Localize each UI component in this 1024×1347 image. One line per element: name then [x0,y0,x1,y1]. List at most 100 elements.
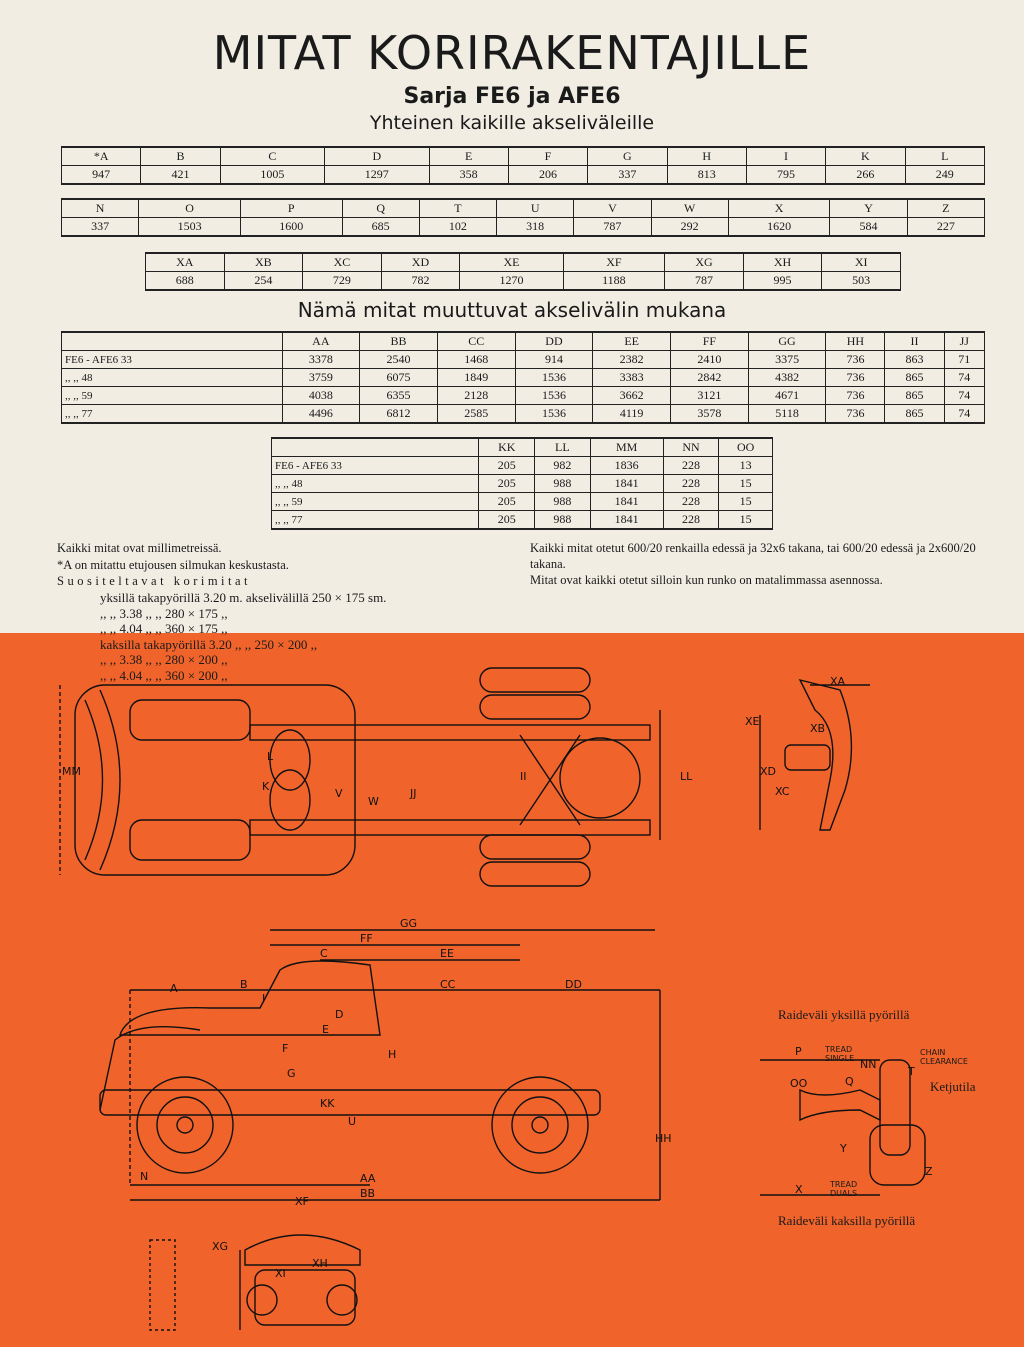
dimension-label-w: W [368,795,379,808]
dimension-label-xg: XG [212,1240,228,1253]
column-header: JJ [943,331,986,351]
caption-tread-duals: TREAD DUALS [830,1180,858,1198]
dimension-label-jj: JJ [409,787,417,800]
dimension-label-xc: XC [775,785,790,798]
table-cell: 1188 [562,271,666,291]
dimension-label-q: Q [845,1075,854,1088]
dimension-label-ee: EE [440,947,454,960]
column-header: P [239,198,343,218]
table-cell: 865 [884,386,945,405]
table-cell: 6812 [359,404,438,424]
table-cell: 74 [943,386,986,405]
table-cell: 1297 [324,165,430,185]
table-cell: 5118 [747,404,827,424]
corner-cell [61,331,283,351]
dimension-label-xh: XH [312,1257,328,1270]
table-cell: 4382 [747,368,827,387]
table-cell: 1841 [589,474,664,493]
dimension-label-xf: XF [295,1195,309,1208]
table-cell: 206 [507,165,589,185]
suggestion-line: ,, ,, 3.38 ,, ,, 280 × 175 ,, [100,605,228,621]
side-view-drawing [99,929,661,1201]
column-header: DD [514,331,594,351]
table-cell: 2128 [436,386,516,405]
table-cell: 6355 [359,386,438,405]
note-tyres: Kaikki mitat otetut 600/20 renkailla ede… [530,541,976,571]
row-label: ,, ,, 59 [61,386,283,405]
column-header: XI [821,252,901,272]
table-cell: 503 [821,271,901,291]
table-cell: 205 [478,510,536,530]
table-cell: 337 [587,165,668,185]
suggestion-line: ,, ,, 4.04 ,, ,, 360 × 200 ,, [100,667,228,683]
column-header: NN [662,437,720,457]
column-header: XH [742,252,823,272]
table-cell: 71 [943,350,986,369]
end-view-drawing [759,678,870,831]
table-cell: 228 [662,474,720,493]
common-heading: Yhteinen kaikille akseliväleille [369,112,655,134]
column-header: K [825,146,906,166]
column-header: EE [592,331,672,351]
table-cell: 1536 [514,404,594,424]
row-label: FE6 - AFE6 33 [61,350,283,369]
table-cell: 15 [718,474,773,493]
note-mm: Kaikki mitat ovat millimetreissä. [57,541,222,555]
table-cell: 2540 [359,350,438,369]
dimension-label-a: A [170,982,178,995]
table-cell: 2842 [670,368,749,387]
column-header: H [666,146,747,166]
table-cell: 1841 [589,510,664,530]
column-header: I [745,146,827,166]
suggestion-line: ,, ,, 4.04 ,, ,, 360 × 175 ,, [100,621,228,636]
table-cell: 3759 [281,368,361,387]
table-cell: 266 [825,165,906,185]
dimension-label-n: N [140,1170,148,1183]
table-cell: 205 [478,474,536,493]
table-cell: 795 [745,165,827,185]
table-cell: 3383 [592,368,672,387]
variable-heading: Nämä mitat muuttuvat akselivälin mukana [297,298,727,322]
row-label: ,, ,, 77 [270,510,480,530]
dimension-label-ii: II [520,770,527,783]
dimension-label-g: G [287,1067,296,1080]
row-label: ,, ,, 48 [270,474,480,493]
column-header: AA [281,331,361,351]
note-frame: Mitat ovat kaikki otetut silloin kun run… [530,573,883,587]
dimension-label-xi: XI [275,1267,286,1280]
table-cell: 228 [662,510,720,530]
row-label: ,, ,, 59 [270,492,480,511]
column-header: O [138,198,241,218]
column-header: FF [670,331,749,351]
table-cell: 1468 [436,350,516,369]
column-header: MM [589,437,664,457]
column-header: T [418,198,498,218]
dimension-label-h: H [388,1048,396,1061]
suggestion-line: yksillä takapyörillä 3.20 m. akselivälil… [100,590,387,605]
dimension-label-xe: XE [745,715,760,728]
column-header: *A [60,146,142,166]
table-cell: 205 [478,456,536,475]
table-cell: 729 [302,271,382,291]
table-cell: 736 [825,368,886,387]
table-cell: 3662 [592,386,672,405]
column-header: X [727,198,831,218]
table-cell: 685 [341,217,420,237]
dimension-label-t: T [907,1065,915,1078]
table-cell: 227 [906,217,986,237]
table-cell: 2410 [670,350,749,369]
corner-cell [270,437,480,457]
caption-tread-single: TREAD SINGLE [825,1045,855,1063]
table-cell: 863 [884,350,945,369]
table-cell: 4671 [747,386,827,405]
column-header: W [650,198,729,218]
table-cell: 15 [718,510,773,530]
page-title: MITAT KORIRAKENTAJILLE [212,26,812,80]
